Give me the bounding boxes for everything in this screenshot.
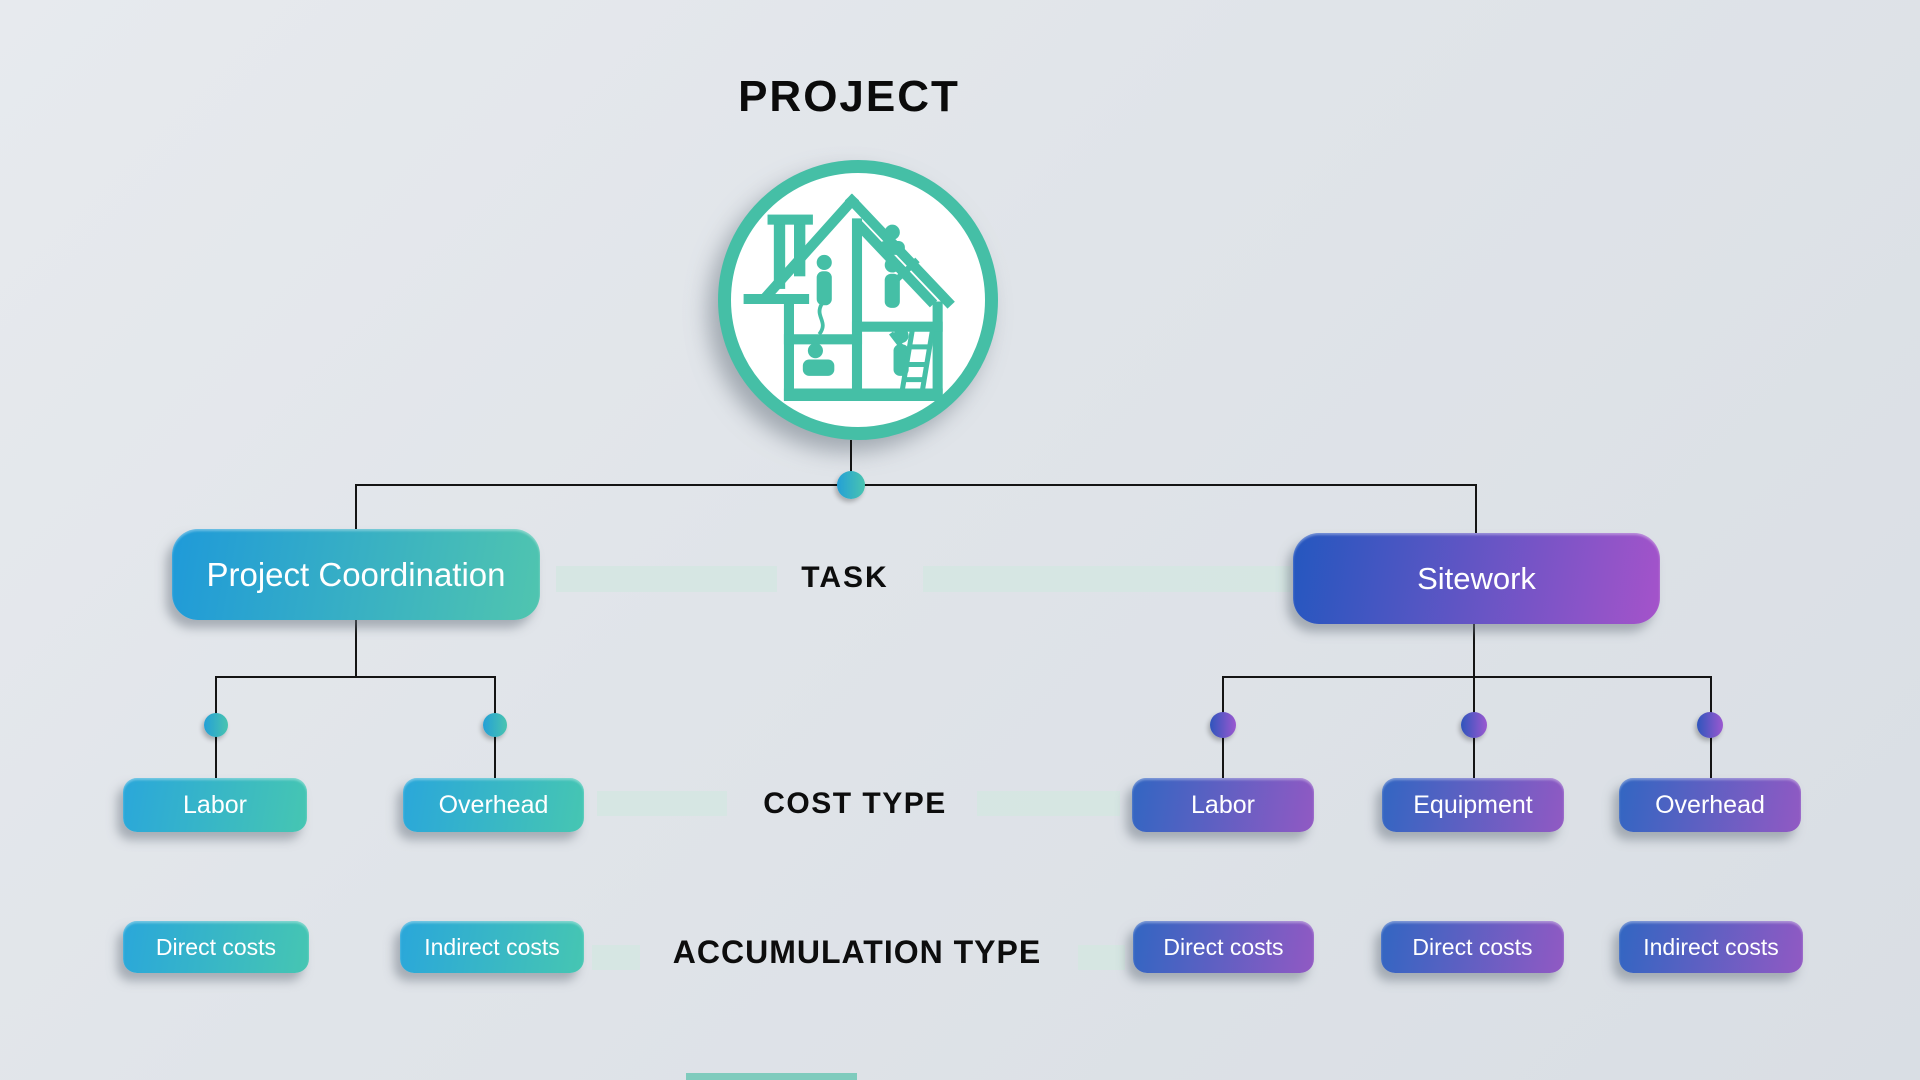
left-overhead-node-dot <box>483 713 507 737</box>
accum-node-right-direct-1: Direct costs <box>1133 921 1314 973</box>
accum-node-right-indirect: Indirect costs <box>1619 921 1803 973</box>
root-node-dot <box>837 471 865 499</box>
task-node-project-coordination: Project Coordination <box>172 529 540 620</box>
cost-node-left-labor: Labor <box>123 778 307 832</box>
page-title: PROJECT <box>738 72 960 121</box>
house-construction-icon <box>743 193 955 402</box>
accum-node-right-direct-2: Direct costs <box>1381 921 1564 973</box>
task-row-band-left <box>556 566 777 592</box>
connector-main-horizontal <box>355 484 1477 486</box>
cost-node-left-overhead: Overhead <box>403 778 584 832</box>
cost-node-right-overhead: Overhead <box>1619 778 1801 832</box>
connector-right-task-vertical <box>1475 484 1477 534</box>
task-node-sitework: Sitework <box>1293 533 1660 624</box>
task-row-label: TASK <box>801 561 889 594</box>
accum-node-left-indirect: Indirect costs <box>400 921 584 973</box>
task-row-band-right <box>923 566 1291 592</box>
right-overhead-node-dot <box>1697 712 1723 738</box>
cost-row-band-left <box>597 791 727 816</box>
connector-right-subtree-horizontal <box>1222 676 1711 678</box>
project-emblem-circle <box>718 160 998 440</box>
left-labor-node-dot <box>204 713 228 737</box>
cost-node-right-equipment: Equipment <box>1382 778 1564 832</box>
cost-node-right-labor: Labor <box>1132 778 1314 832</box>
connector-left-task-vertical <box>355 484 357 530</box>
cost-type-row-label: COST TYPE <box>763 787 947 820</box>
connector-right-equipment-vertical <box>1473 622 1475 779</box>
accum-node-left-direct: Direct costs <box>123 921 309 973</box>
accum-row-band-right <box>1078 945 1125 970</box>
connector-root-vertical <box>850 440 852 485</box>
right-equipment-node-dot <box>1461 712 1487 738</box>
connector-left-subtree-vertical <box>355 619 357 678</box>
accumulation-type-row-label: ACCUMULATION TYPE <box>672 934 1042 970</box>
connector-left-subtree-horizontal <box>215 676 496 678</box>
bottom-accent-strip <box>686 1073 857 1080</box>
right-labor-node-dot <box>1210 712 1236 738</box>
accum-row-band-left <box>592 945 640 970</box>
cost-row-band-right <box>977 791 1120 816</box>
